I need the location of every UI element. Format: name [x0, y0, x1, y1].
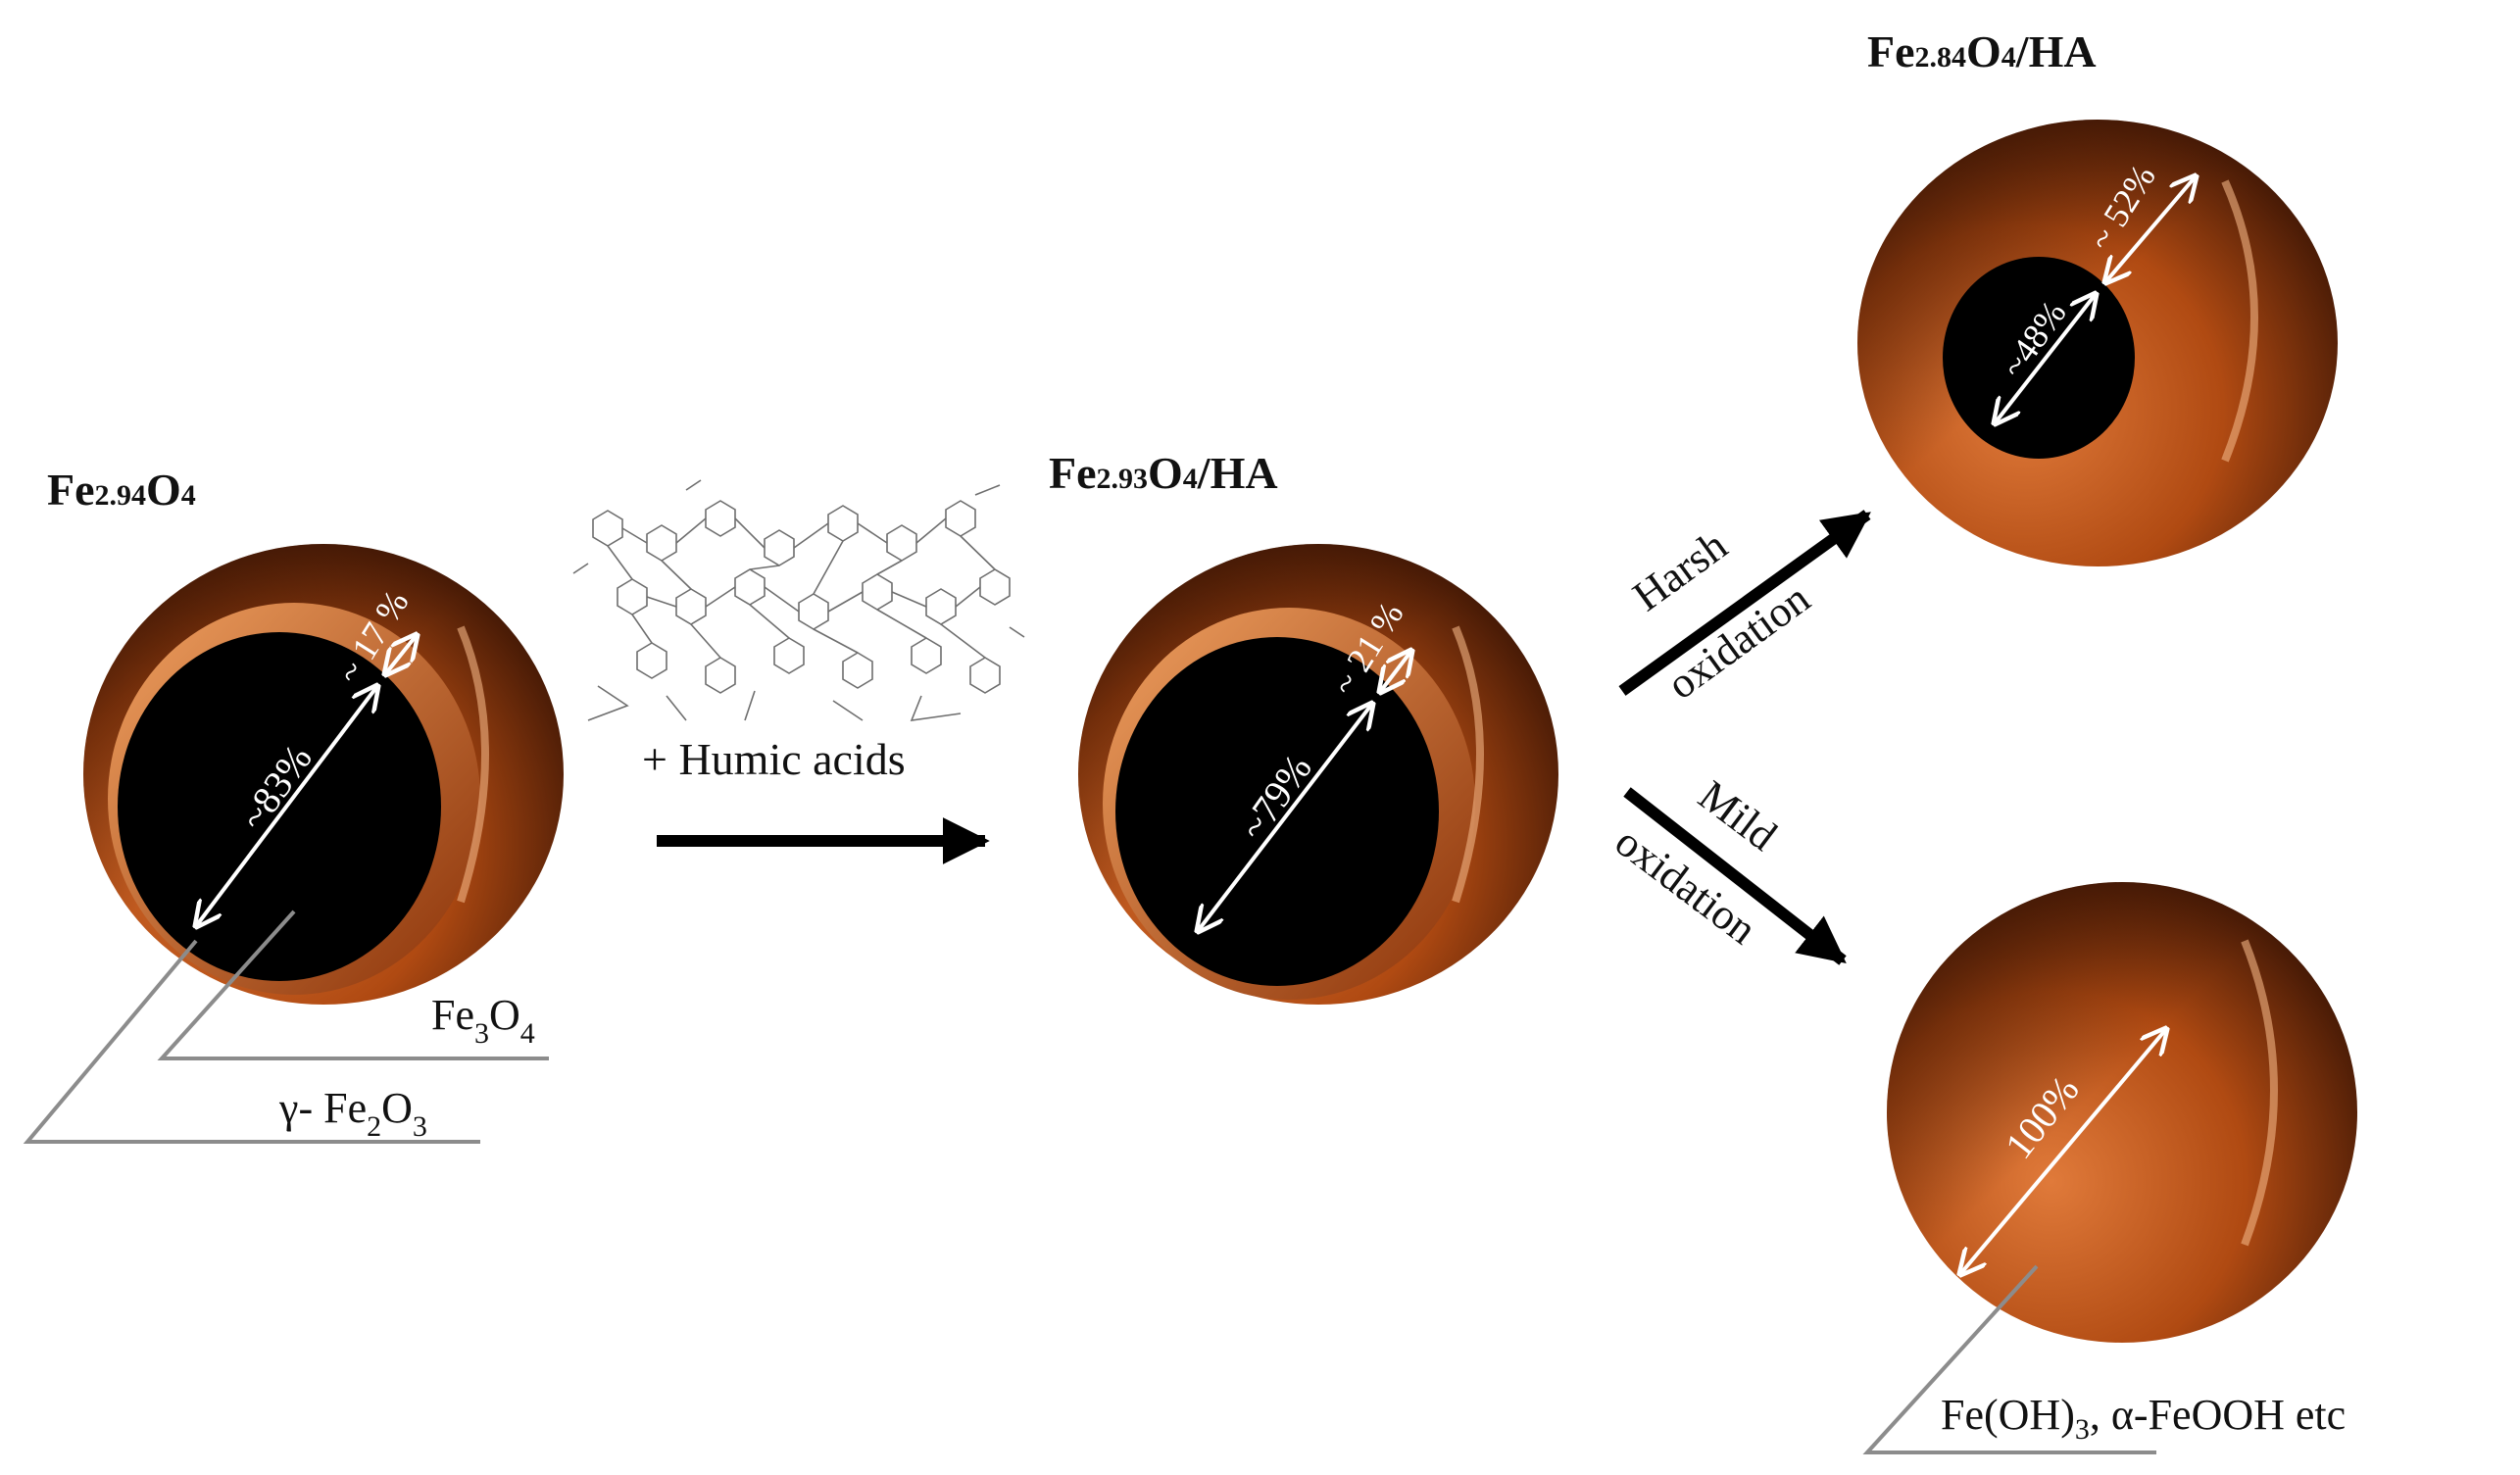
particle1-legend: Fe3O4 γ- Fe2O3: [23, 910, 549, 1144]
particle-fe293o4-ha: Fe2.93O4/HA ~79% ~ 21 %: [1049, 448, 1558, 1005]
mild-arrow: [1623, 787, 1847, 965]
shell-leader-line: [23, 939, 480, 1144]
particle3-core-arrow: [1995, 294, 2096, 423]
particle1-formula: Fe2.94O4: [47, 465, 196, 515]
humic-acid-step: + Humic acids: [572, 479, 1025, 864]
particle-fe284o4-ha: Fe2.84O4/HA ~48% ~ 52%: [1857, 26, 2338, 566]
particle1-shell-arrow: [385, 635, 417, 674]
particle4-arrow: [1960, 1029, 2166, 1274]
particle4-shell: [1887, 882, 2357, 1343]
particle2-shell-arrow: [1380, 651, 1411, 692]
particle-fully-oxidized: 100% Fe(OH)3, α-FeOOH etc: [1862, 882, 2357, 1454]
product-leader-line: [1862, 1264, 2156, 1454]
core-leader-line: [157, 910, 549, 1060]
particle3-shell-arrow: [2105, 176, 2196, 282]
harsh-label: Harsh: [1624, 521, 1736, 620]
particle-fe294o4: Fe2.94O4 ~83% ~ 17 %: [47, 465, 564, 1005]
harsh-oxidation-step: Harsh oxidation: [1618, 510, 1871, 709]
core-material-label: Fe3O4: [431, 991, 535, 1050]
mild-oxidation-step: Mild oxidation: [1606, 771, 1847, 965]
oxidation-products-label: Fe(OH)3, α-FeOOH etc: [1941, 1391, 2346, 1446]
particle1-core-arrow: [196, 686, 377, 926]
humic-acids-label: + Humic acids: [642, 734, 906, 784]
particle2-formula: Fe2.93O4/HA: [1049, 448, 1278, 498]
particle3-formula: Fe2.84O4/HA: [1867, 26, 2097, 76]
particle2-core-arrow: [1198, 704, 1372, 931]
harsh-arrow: [1618, 510, 1871, 696]
shell-material-label: γ- Fe2O3: [278, 1084, 427, 1143]
humic-acid-molecule-icon: [572, 479, 1025, 721]
